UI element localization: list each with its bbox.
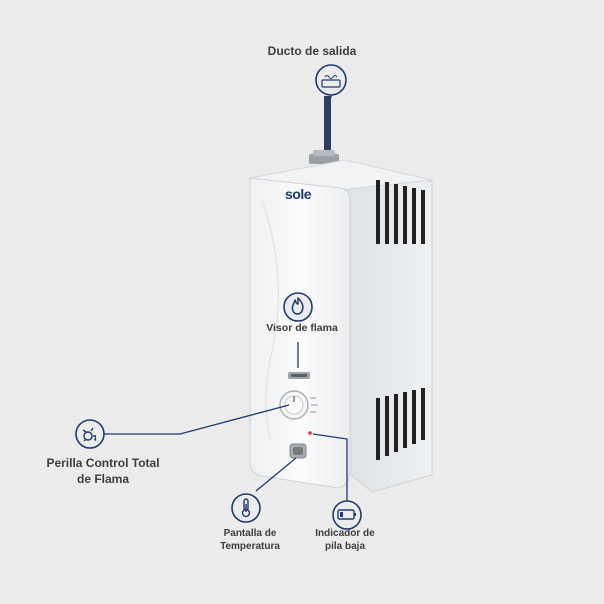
label-low-battery-indicator: Indicador de pila baja: [300, 527, 390, 553]
label-temperature-display-line1: Pantalla de: [223, 528, 277, 539]
label-low-battery-indicator-line2: pila baja: [324, 541, 365, 552]
flame-knob-icon: [75, 419, 105, 449]
label-low-battery-indicator-line1: Indicador de: [315, 528, 375, 539]
label-temperature-display: Pantalla de Temperatura: [200, 527, 300, 553]
callout-lines: [104, 95, 348, 502]
flame-icon: [283, 292, 313, 322]
exhaust-duct: [309, 96, 339, 164]
exhaust-duct-icon: [315, 64, 347, 96]
side-vents-bottom: [376, 388, 425, 460]
battery-icon: [332, 500, 362, 530]
side-vents-top: [376, 180, 425, 244]
low-battery-indicator-light: [308, 431, 312, 435]
thermometer-icon: [231, 493, 261, 523]
label-exhaust-duct: Ducto de salida: [267, 44, 357, 58]
label-flame-control-knob: Perilla Control Total de Flama: [28, 455, 178, 487]
flame-viewer-window: [288, 372, 310, 379]
label-flame-viewer: Visor de flama: [266, 322, 338, 334]
brand-logo: sole: [285, 186, 312, 202]
temperature-display-window: [289, 443, 307, 459]
label-flame-control-knob-line1: Perilla Control Total: [46, 456, 160, 470]
label-temperature-display-line2: Temperatura: [220, 541, 280, 552]
label-flame-control-knob-line2: de Flama: [76, 472, 130, 486]
control-knob: [279, 390, 318, 420]
